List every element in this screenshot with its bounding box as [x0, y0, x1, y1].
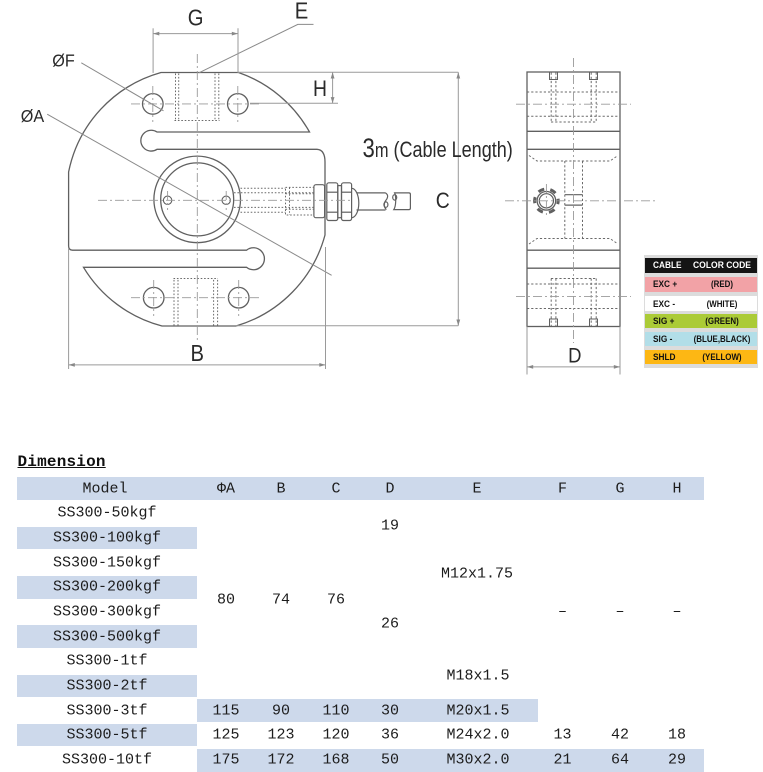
svg-text:C: C — [436, 189, 450, 213]
svg-text:ØA: ØA — [21, 106, 45, 126]
svg-text:ØF: ØF — [52, 51, 74, 71]
svg-text:H: H — [313, 77, 327, 101]
svg-text:B: B — [190, 340, 204, 367]
svg-text:3m (Cable Length): 3m (Cable Length) — [363, 134, 513, 164]
svg-text:G: G — [188, 4, 204, 31]
svg-text:E: E — [295, 0, 309, 24]
svg-text:D: D — [568, 344, 581, 367]
